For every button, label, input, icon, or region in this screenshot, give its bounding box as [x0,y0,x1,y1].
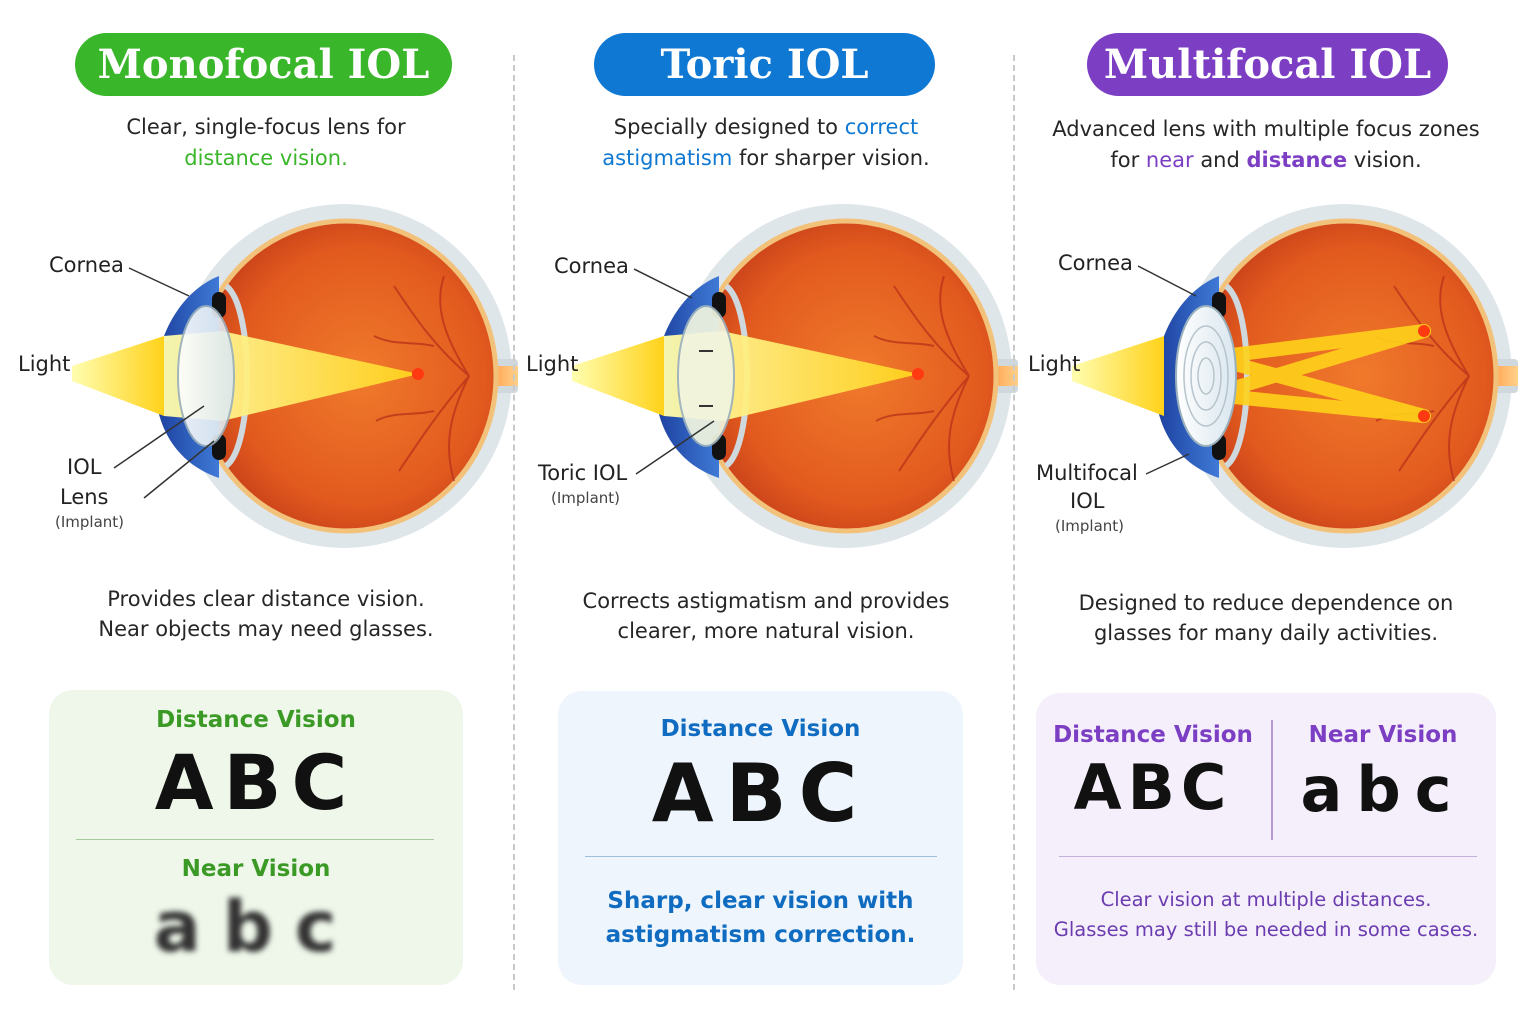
panel-divider-1 [513,55,515,990]
focal-point-near [1418,325,1430,337]
near-vision-letters: abc [1300,753,1466,826]
card-divider [1059,856,1477,857]
label-cornea: Cornea [1058,251,1133,275]
panel-toric: Toric IOL Specially designed to correct … [514,0,1018,1024]
multifocal-title-pill: Multifocal IOL [1087,33,1448,96]
monofocal-summary-line1: Provides clear distance vision. [107,587,425,611]
focal-point [912,368,924,380]
distance-vision-letters: ABC [154,738,358,827]
card-divider [76,839,434,840]
toric-summary-line2: clearer, more natural vision. [617,619,915,643]
toric-summary: Corrects astigmatism and provides cleare… [514,586,1018,646]
light-beam-in [572,336,664,416]
monofocal-title-pill: Monofocal IOL [75,33,452,96]
distance-vision-label: Distance Vision [660,716,861,742]
multifocal-intro-hl2: distance [1246,148,1348,172]
label-cornea: Cornea [49,253,124,277]
toric-caption-line1: Sharp, clear vision with [607,888,914,914]
multifocal-eye-diagram: Cornea Light Multifocal IOL (Implant) [1028,196,1518,556]
multifocal-lens-shape [1175,305,1237,447]
iol-lens-shape [177,305,235,447]
monofocal-intro-line1: Clear, single-focus lens for [126,115,406,139]
monofocal-title: Monofocal IOL [97,41,430,88]
near-vision-label: Near Vision [1308,722,1458,748]
multifocal-card-caption: Clear vision at multiple distances. Glas… [1036,885,1496,945]
panel-monofocal: Monofocal IOL Clear, single-focus lens f… [14,0,518,1024]
label-iol: IOL [67,455,102,479]
light-beam-in [72,336,164,416]
multifocal-title: Multifocal IOL [1103,41,1432,88]
monofocal-intro-highlight: distance vision. [184,146,348,170]
multifocal-intro-c: vision. [1353,148,1422,172]
distance-vision-label: Distance Vision [1053,722,1253,748]
monofocal-eye-diagram: Cornea Light IOL Lens (Implant) [18,196,518,556]
panel-multifocal: Multifocal IOL Advanced lens with multip… [1014,0,1518,1024]
multifocal-summary-line1: Designed to reduce dependence on [1078,591,1454,615]
toric-title: Toric IOL [660,41,869,88]
toric-eye-diagram: Cornea Light Toric IOL (Implant) [526,196,1018,556]
label-toric-iol: Toric IOL [537,461,628,485]
toric-intro-a: Specially designed to [613,115,839,139]
light-beam-in [1072,336,1164,416]
toric-caption-line2: astigmatism correction. [605,922,916,948]
label-light: Light [526,352,578,376]
toric-intro: Specially designed to correct astigmatis… [514,112,1018,174]
multifocal-vision-card: Distance Vision ABC Near Vision abc Clea… [1036,693,1496,985]
multifocal-beams [1217,324,1431,423]
multifocal-summary-line2: glasses for many daily activities. [1093,621,1439,645]
distance-vision-letters: ABC [1073,751,1233,824]
label-implant: (Implant) [1055,517,1124,535]
monofocal-intro: Clear, single-focus lens for distance vi… [14,112,518,174]
toric-intro-b: for sharper vision. [738,146,930,170]
monofocal-summary-line2: Near objects may need glasses. [98,617,434,641]
toric-lens-shape [677,305,735,447]
focal-point-distance [1418,410,1430,422]
multifocal-caption-line1: Clear vision at multiple distances. [1100,888,1432,911]
panel-divider-2 [1013,55,1015,990]
focal-point [412,368,424,380]
multifocal-intro-a: for [1110,148,1140,172]
multifocal-summary: Designed to reduce dependence on glasses… [1014,588,1518,648]
multifocal-intro: Advanced lens with multiple focus zones … [1014,114,1518,176]
toric-card-caption: Sharp, clear vision with astigmatism cor… [558,884,963,952]
toric-summary-line1: Corrects astigmatism and provides [582,589,950,613]
card-column-divider [1271,720,1273,840]
distance-vision-label: Distance Vision [156,707,356,733]
label-light: Light [18,352,70,376]
card-divider [585,856,937,857]
monofocal-vision-card: Distance Vision ABC Near Vision abc [49,690,463,985]
label-iol: IOL [1070,489,1105,513]
multifocal-intro-b: and [1200,148,1240,172]
label-multifocal: Multifocal [1036,461,1138,485]
distance-vision-letters: ABC [651,747,870,840]
label-implant: (Implant) [551,489,620,507]
multifocal-intro-hl1: near [1145,148,1194,172]
toric-vision-card: Distance Vision ABC Sharp, clear vision … [558,691,963,985]
label-light: Light [1028,352,1080,376]
label-cornea: Cornea [554,254,629,278]
multifocal-rings [1183,325,1229,427]
monofocal-summary: Provides clear distance vision. Near obj… [14,584,518,644]
near-vision-letters-blurred: abc [153,886,359,968]
toric-intro-hl2: astigmatism [602,146,733,170]
label-implant: (Implant) [55,513,124,531]
label-lens: Lens [60,485,109,509]
toric-title-pill: Toric IOL [594,33,935,96]
multifocal-intro-line1: Advanced lens with multiple focus zones [1052,117,1480,141]
multifocal-caption-line2: Glasses may still be needed in some case… [1053,918,1479,941]
toric-intro-hl1: correct [844,115,919,139]
near-vision-label: Near Vision [181,856,331,882]
